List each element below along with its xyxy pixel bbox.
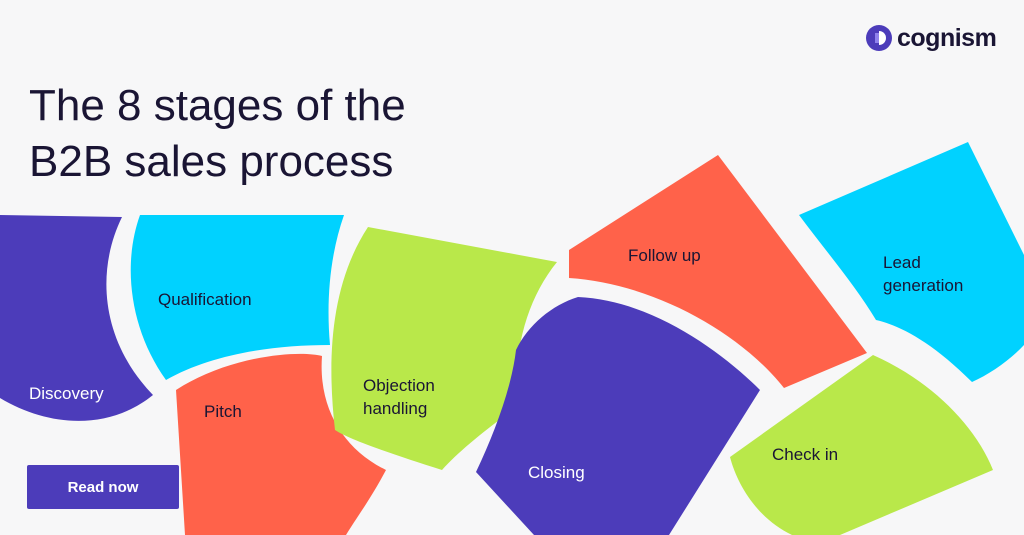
stage-label-lead-generation: Lead generation (883, 251, 963, 297)
stage-label-follow-up: Follow up (628, 246, 701, 265)
stage-label-objection-line-1: Objection (363, 376, 435, 395)
stage-shape-qualification (130, 215, 344, 380)
stage-label-qualification: Qualification (158, 290, 252, 309)
stage-label-discovery: Discovery (29, 384, 104, 403)
stage-shape-discovery (0, 215, 153, 421)
page-title-line-1: The 8 stages of the (29, 81, 406, 130)
page-title-line-2: B2B sales process (29, 137, 394, 186)
stage-shape-follow-up (569, 155, 867, 388)
stage-label-lead-line-1: Lead (883, 253, 921, 272)
stage-shape-pitch (176, 353, 386, 535)
stage-shape-objection (331, 227, 557, 470)
stage-label-pitch: Pitch (204, 402, 242, 421)
page-title: The 8 stages of the B2B sales process (29, 78, 406, 190)
stage-label-lead-line-2: generation (883, 276, 964, 295)
cognism-logo[interactable]: cognism (866, 24, 997, 52)
stage-shape-closing (476, 297, 760, 535)
stage-label-closing: Closing (528, 463, 585, 482)
stage-shape-check-in (730, 355, 993, 535)
cognism-logo-icon (866, 25, 892, 51)
stage-label-objection-handling: Objection handling (363, 374, 435, 420)
stage-shape-lead-generation (799, 142, 1024, 382)
stage-label-check-in: Check in (772, 445, 839, 464)
read-now-button[interactable]: Read now (27, 465, 179, 509)
cognism-wordmark: cognism (897, 24, 997, 52)
stage-label-objection-line-2: handling (363, 399, 428, 418)
